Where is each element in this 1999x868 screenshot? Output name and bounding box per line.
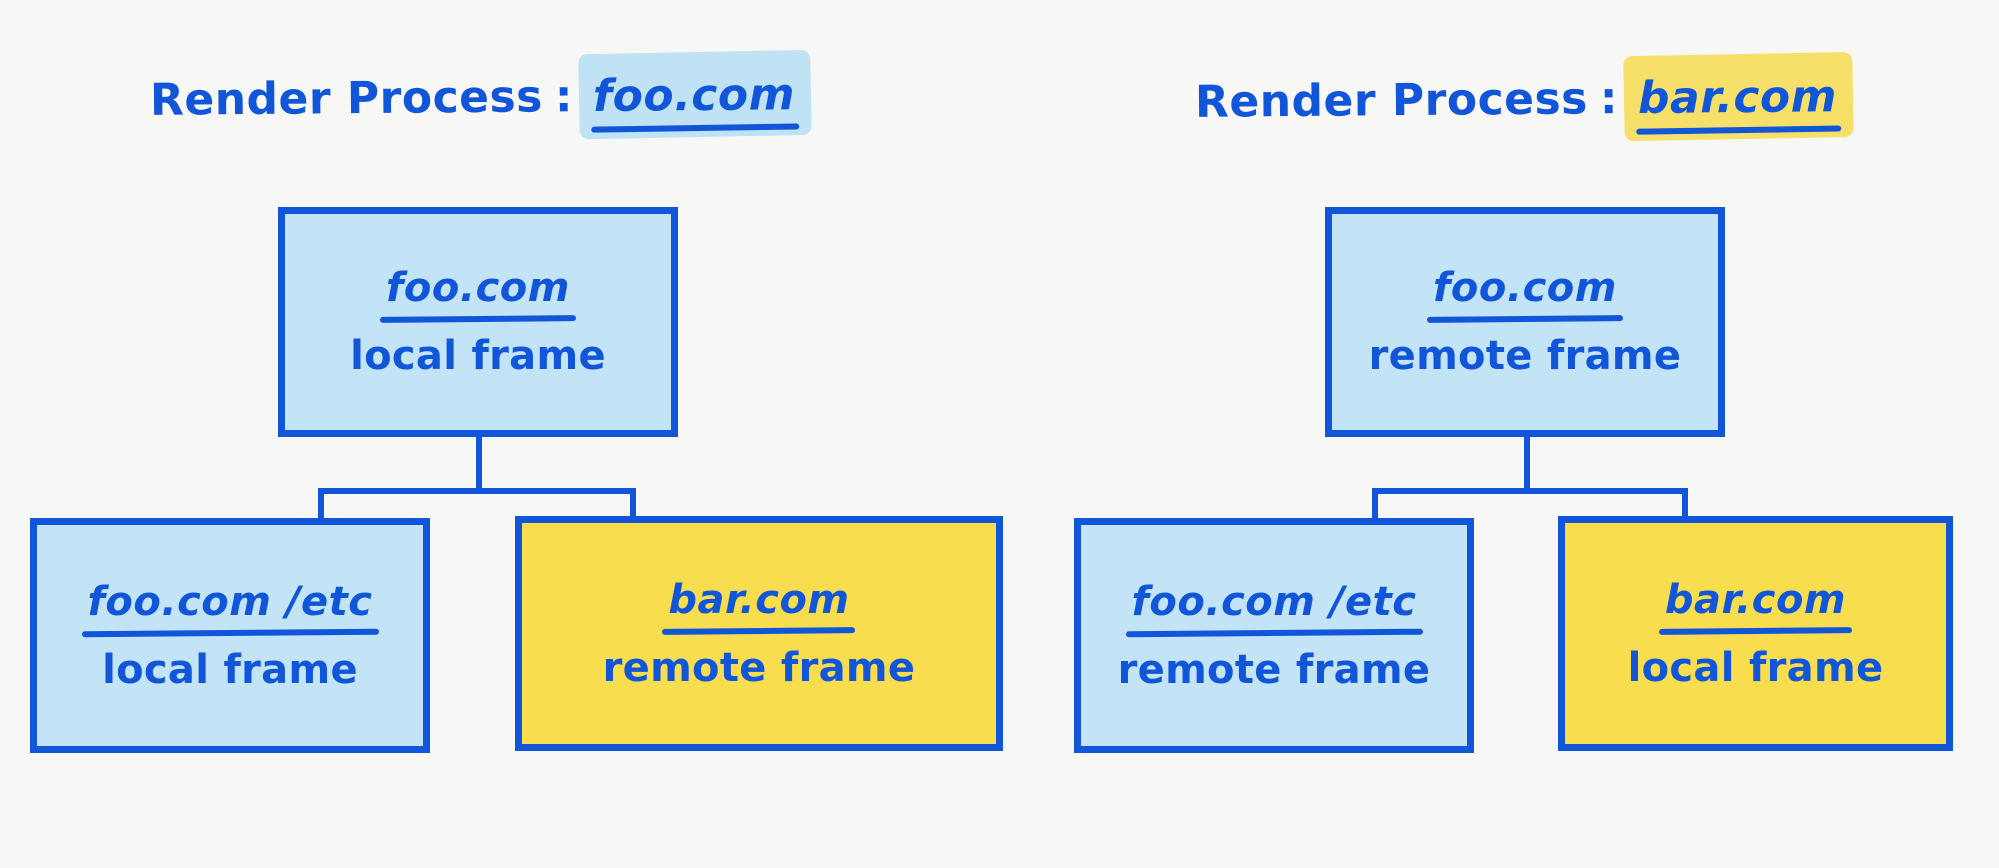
right-title-highlight: bar.com xyxy=(1628,69,1847,128)
left-root-kind: local frame xyxy=(350,333,606,379)
right-title-domain: bar.com xyxy=(1637,71,1838,124)
right-branch-bar xyxy=(1372,488,1688,494)
left-root-domain: foo.com xyxy=(386,265,570,311)
left-branch-drop-child-0 xyxy=(318,488,324,521)
right-root-node[interactable]: foo.com remote frame xyxy=(1325,207,1725,437)
right-child-node-0[interactable]: foo.com /etc remote frame xyxy=(1074,518,1474,753)
left-title-highlight: foo.com xyxy=(583,67,805,126)
left-branch-bar xyxy=(318,488,636,494)
right-title-separator: : xyxy=(1599,73,1619,125)
left-root-node[interactable]: foo.com local frame xyxy=(278,207,678,437)
left-title-domain: foo.com xyxy=(592,69,796,122)
right-root-kind: remote frame xyxy=(1368,333,1682,379)
left-branch-drop-child-1 xyxy=(630,488,636,521)
right-child-node-1[interactable]: bar.com local frame xyxy=(1558,516,1953,751)
right-child-1-kind: local frame xyxy=(1627,644,1884,691)
right-root-stem xyxy=(1524,434,1530,494)
left-title-separator: : xyxy=(554,71,574,123)
right-root-domain: foo.com xyxy=(1433,265,1617,311)
left-child-1-kind: remote frame xyxy=(602,644,916,691)
left-child-1-domain: bar.com xyxy=(668,576,850,623)
left-child-node-0[interactable]: foo.com /etc local frame xyxy=(30,518,430,753)
right-diagram-title: Render Process : bar.com xyxy=(1195,69,1847,132)
left-child-0-kind: local frame xyxy=(102,646,358,693)
left-root-stem xyxy=(476,434,482,494)
left-child-node-1[interactable]: bar.com remote frame xyxy=(515,516,1003,751)
right-child-1-domain: bar.com xyxy=(1664,576,1847,623)
left-title-label: Render Process xyxy=(149,71,544,126)
right-branch-drop-child-0 xyxy=(1372,488,1378,521)
right-branch-drop-child-1 xyxy=(1682,488,1688,521)
right-title-label: Render Process xyxy=(1194,73,1589,128)
right-child-0-kind: remote frame xyxy=(1117,646,1431,693)
left-diagram-title: Render Process : foo.com xyxy=(150,67,805,130)
left-child-0-domain: foo.com /etc xyxy=(87,578,373,625)
right-child-0-domain: foo.com /etc xyxy=(1131,578,1417,625)
